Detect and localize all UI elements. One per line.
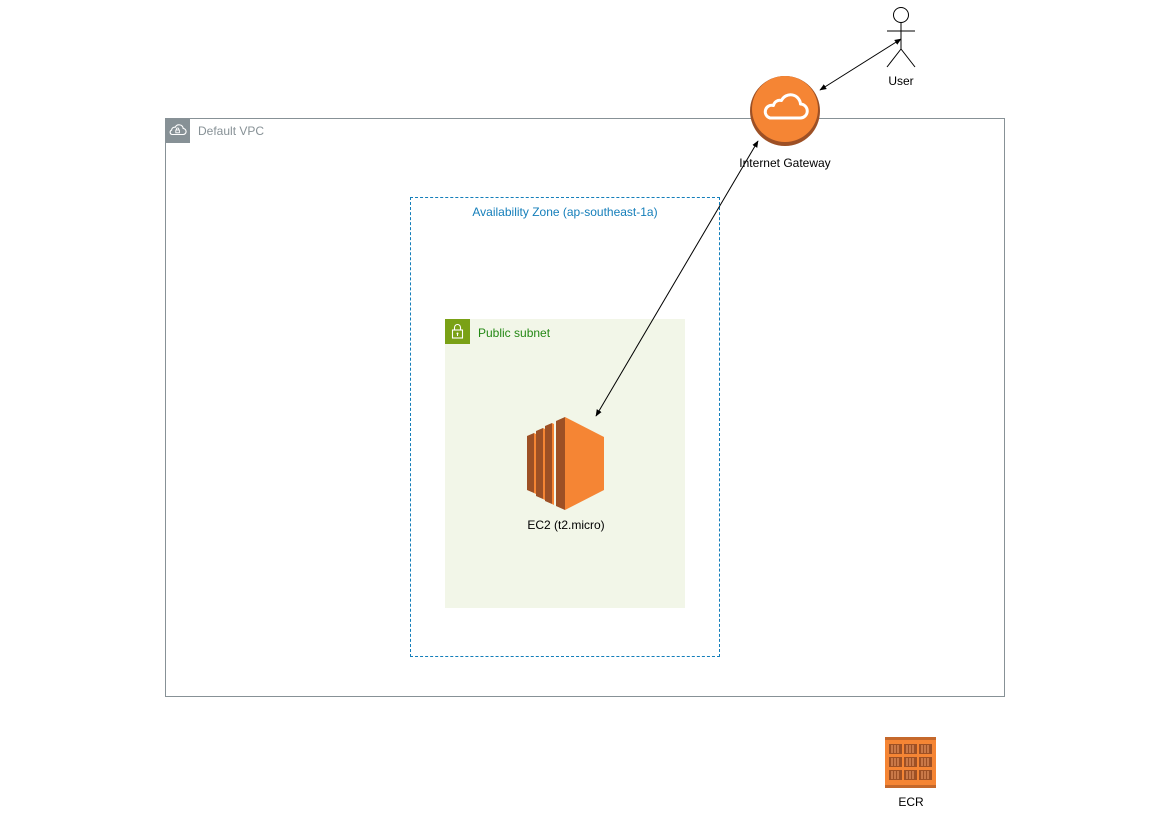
ec2-label: EC2 (t2.micro) [527,518,605,532]
availability-zone-label: Availability Zone (ap-southeast-1a) [472,205,658,219]
vpc-group[interactable] [165,118,1005,697]
ecr-label: ECR [898,795,924,809]
vpc-cloud-lock-icon [165,118,190,143]
user-label: User [888,74,914,88]
vpc-label: Default VPC [198,124,265,138]
ec2-instance-icon[interactable] [527,417,604,510]
availability-zone-group[interactable] [410,197,720,657]
internet-gateway-label: Internet Gateway [739,156,831,170]
public-subnet-label: Public subnet [478,326,551,340]
ecr-registry-icon[interactable] [885,737,936,788]
internet-gateway-cloud-icon[interactable] [750,76,820,146]
user-actor-icon[interactable] [885,6,917,68]
lock-icon [445,319,470,344]
